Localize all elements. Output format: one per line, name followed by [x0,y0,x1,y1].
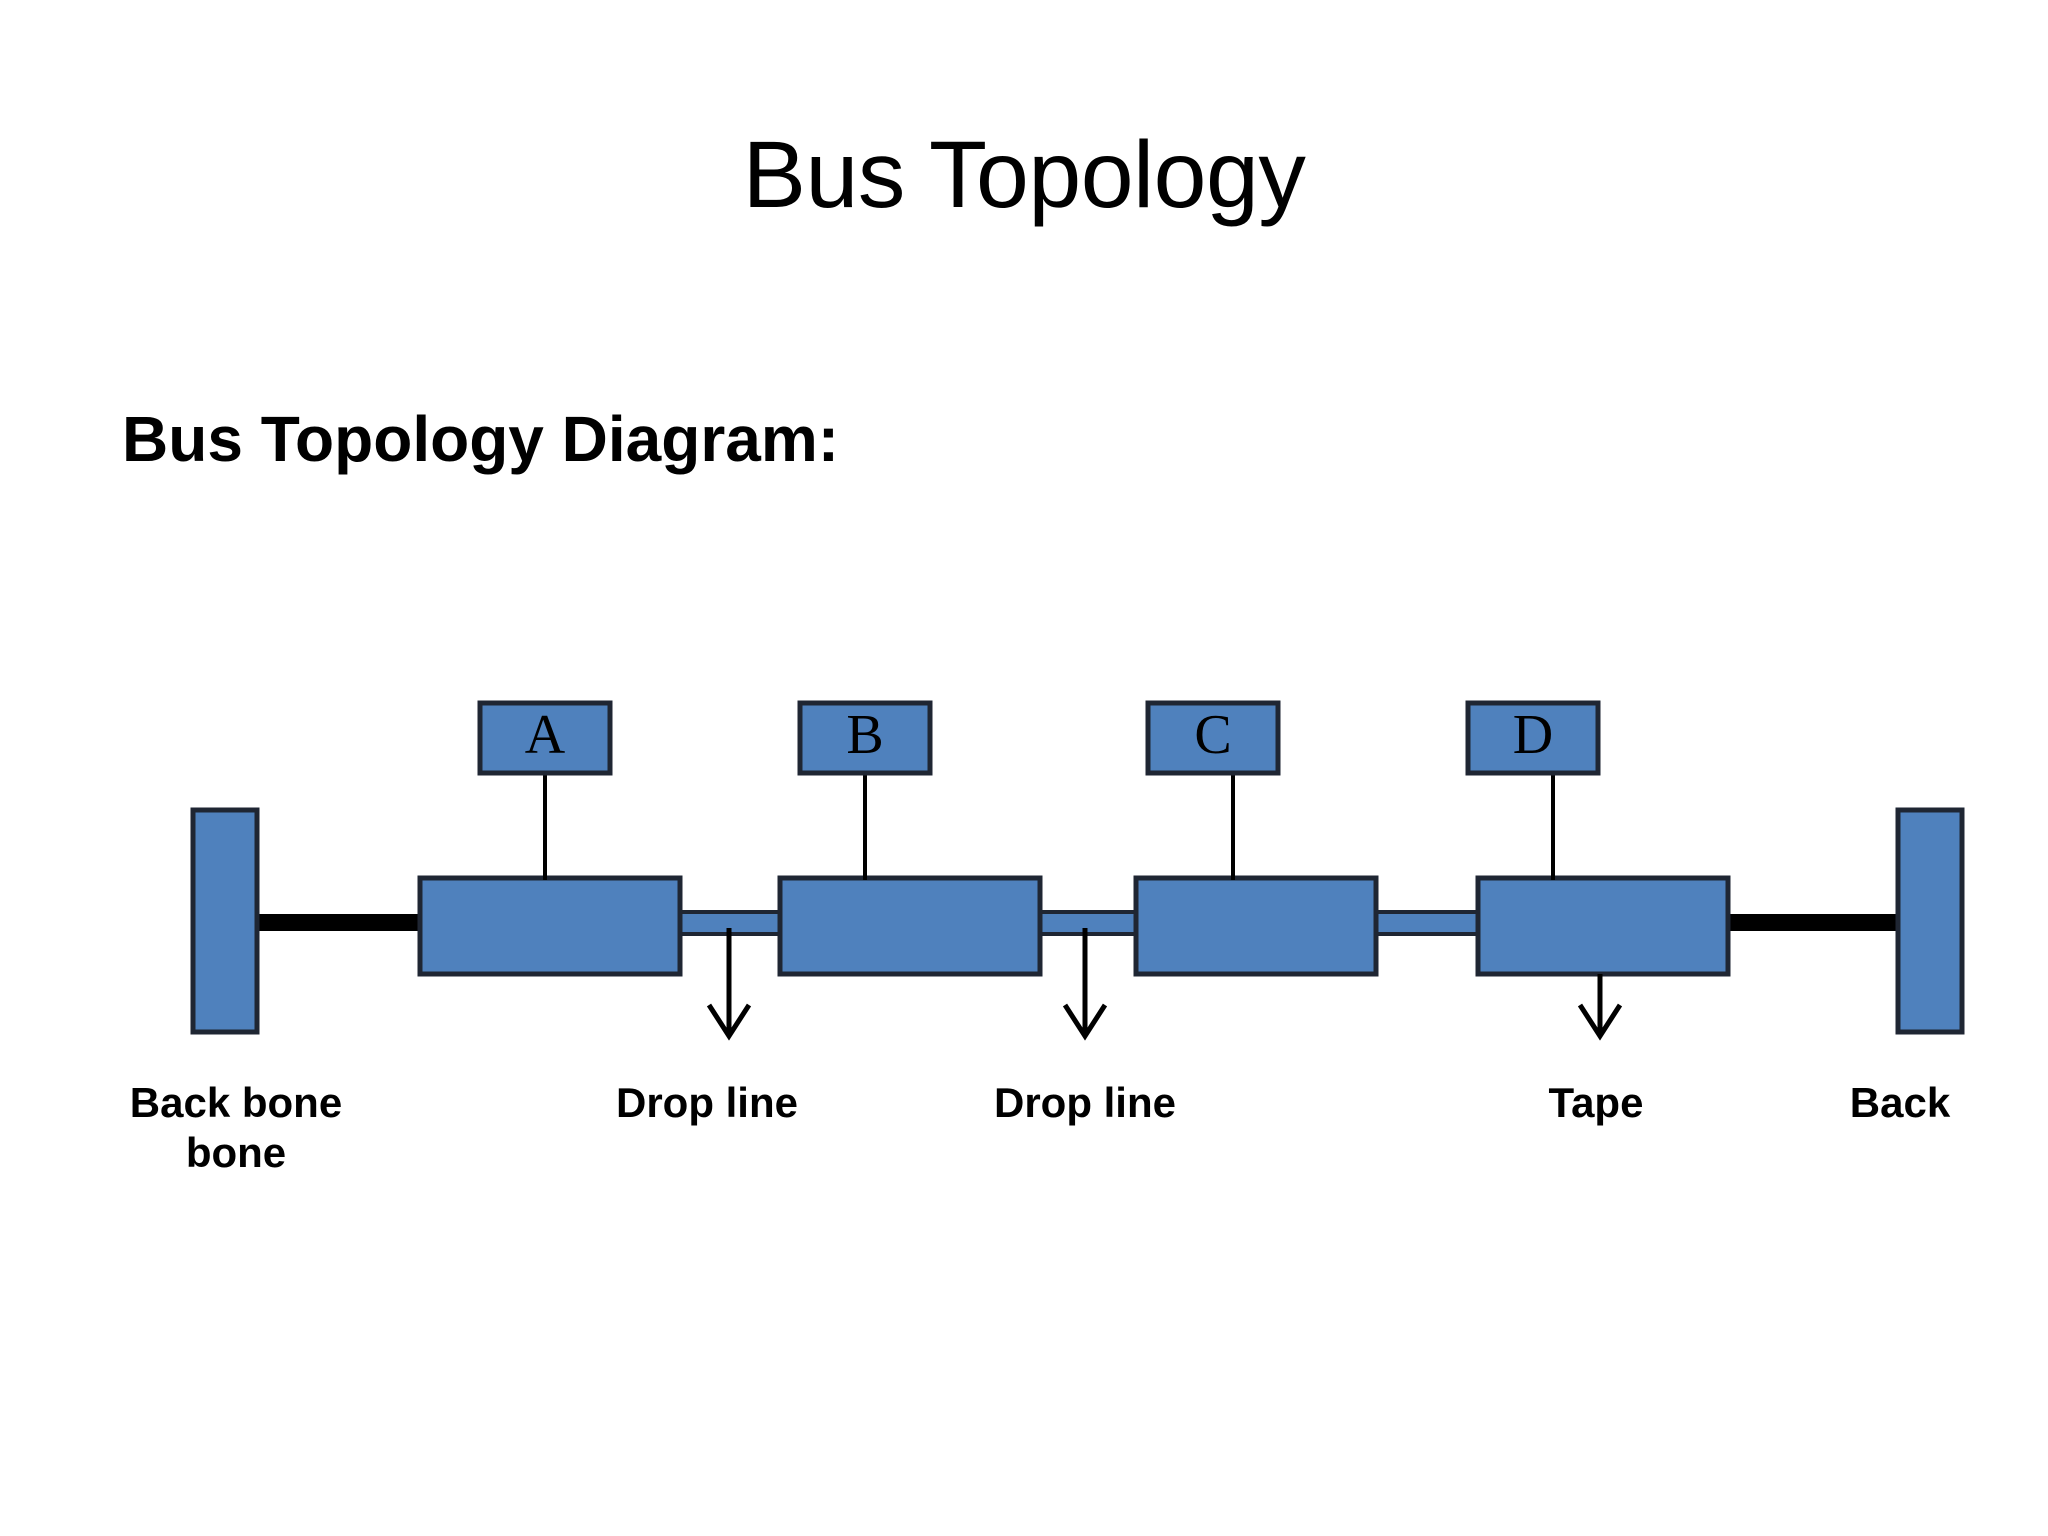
tap-connector-3 [1368,910,1486,936]
tap-connector-2 [1032,910,1144,936]
station-node-c-label: C [1194,704,1231,766]
tap-box-a[interactable] [417,875,683,977]
tape-arrow [1577,974,1623,1041]
tap-box-group [417,875,1731,977]
station-node-b-label: B [846,704,883,766]
backbone-cable-group [250,914,1904,931]
station-node-d[interactable]: D [1465,700,1601,776]
right-terminator [1895,807,1965,1035]
tap-box-c[interactable] [1133,875,1379,977]
tap-box-d[interactable] [1475,875,1731,977]
backbone-cable-right [1722,914,1904,931]
station-node-a[interactable]: A [477,700,613,776]
station-node-a-label: A [525,704,566,766]
caption-backbone-left: Back bone bone [86,1078,386,1177]
caption-backbone-left-line2: bone [185,1128,287,1176]
caption-drop-line-2: Drop line [993,1079,1176,1126]
drop-line-arrow-2 [1062,928,1108,1041]
station-node-group: A B C D [477,700,1601,776]
drop-line-arrow-1 [706,928,752,1041]
station-node-c[interactable]: C [1145,700,1281,776]
station-node-d-label: D [1513,704,1553,766]
caption-tape: Tape [1548,1079,1644,1126]
station-node-b[interactable]: B [797,700,933,776]
section-heading: Bus Topology Diagram: [122,403,840,475]
caption-drop-line-1: Drop line [615,1079,798,1126]
left-terminator [190,807,260,1035]
caption-backbone-right: Back [1849,1079,1951,1126]
caption-backbone-left-line1: Back bone [129,1079,343,1126]
annotation-arrow-group [706,928,1623,1041]
tap-box-b[interactable] [777,875,1043,977]
station-drop-line-group [543,773,1555,880]
page-title: Bus Topology [742,122,1306,228]
backbone-cable-left [250,914,426,931]
